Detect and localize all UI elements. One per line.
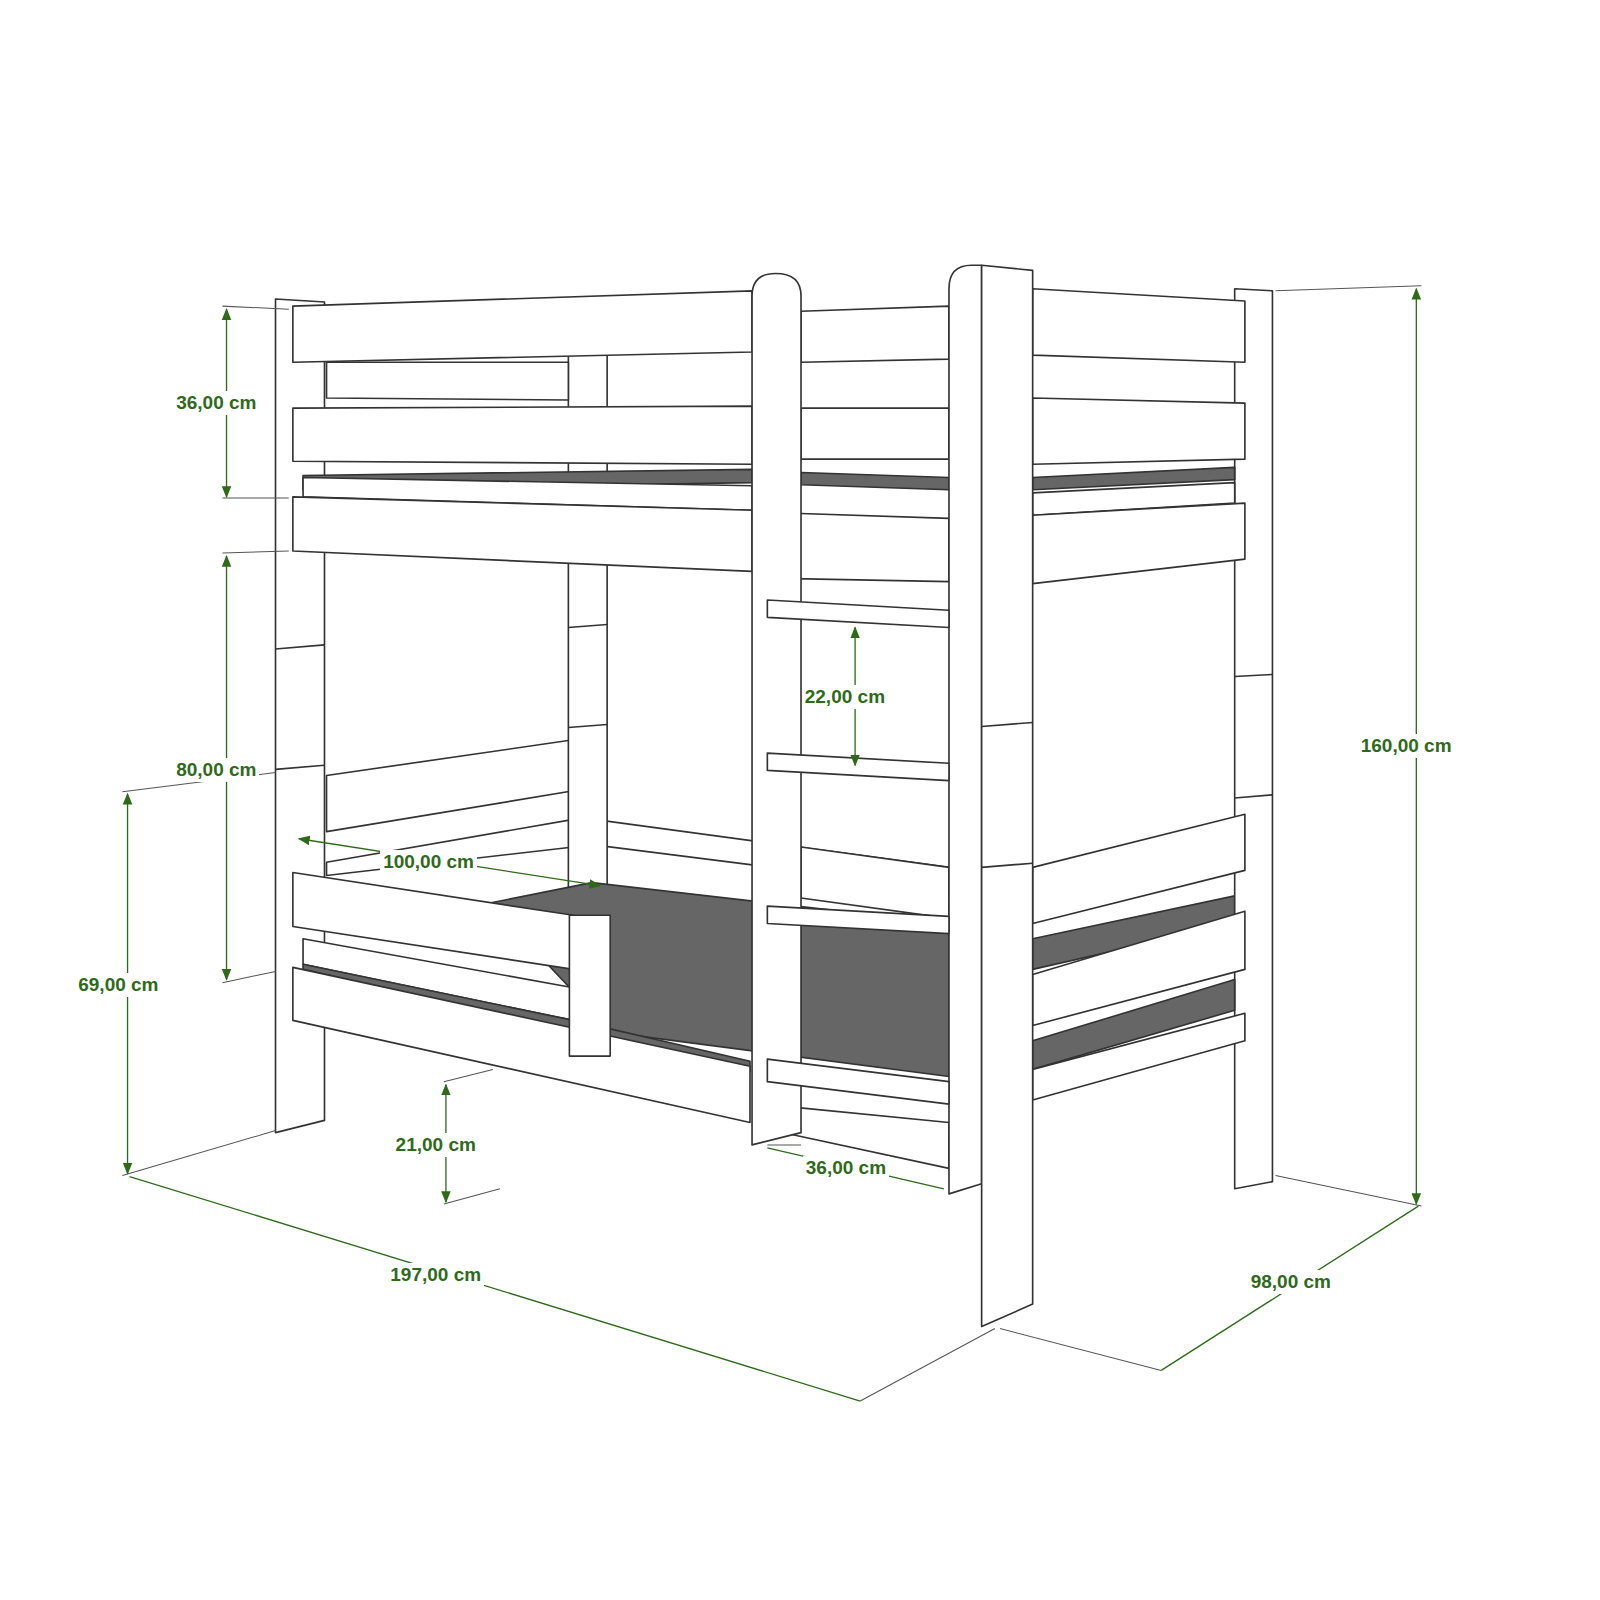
dimension-label: 36,00 cm xyxy=(803,1156,889,1180)
dimension-label: 160,00 cm xyxy=(1358,734,1455,758)
dimension-label: 100,00 cm xyxy=(380,850,477,874)
dimension-label: 21,00 cm xyxy=(393,1133,479,1157)
dimension-label: 36,00 cm xyxy=(173,391,259,415)
dimension-label: 197,00 cm xyxy=(387,1263,484,1287)
dimension-label: 22,00 cm xyxy=(802,685,888,709)
dimension-label: 80,00 cm xyxy=(173,758,259,782)
dimension-label: 98,00 cm xyxy=(1248,1270,1334,1294)
dimension-label: 69,00 cm xyxy=(75,973,161,997)
